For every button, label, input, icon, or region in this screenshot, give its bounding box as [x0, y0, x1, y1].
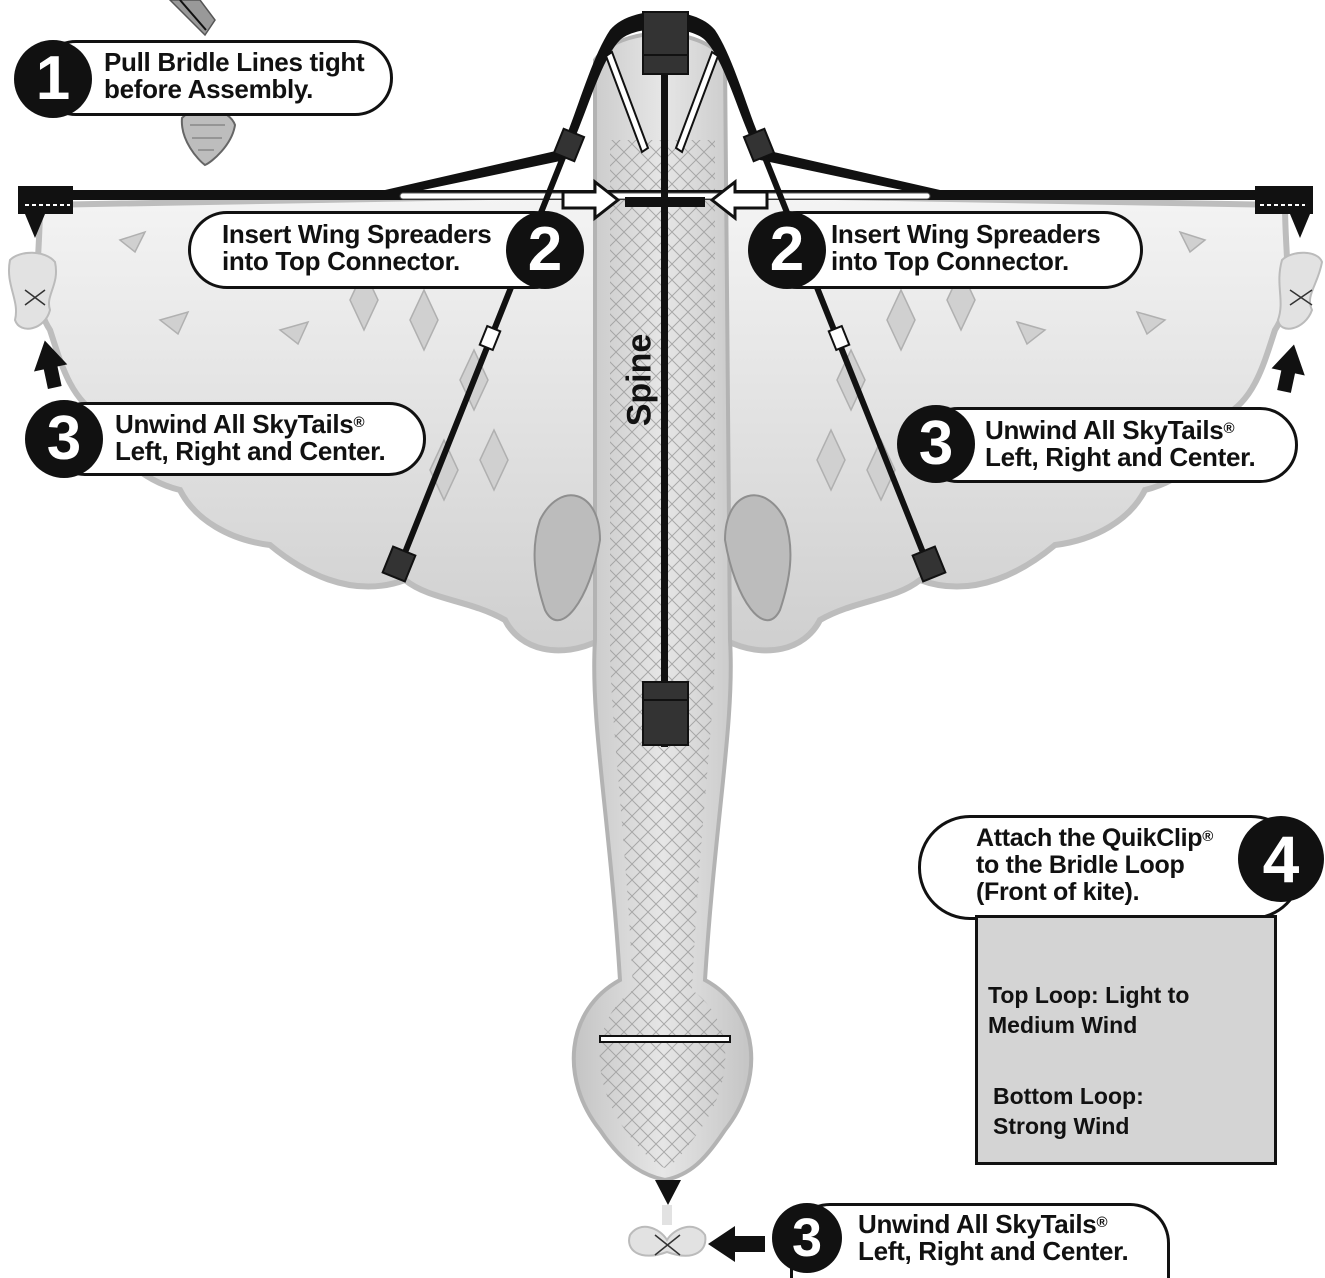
- center-left-arrow: [708, 1226, 765, 1262]
- top-connector: [625, 197, 705, 207]
- step3-bottom-text: Unwind All SkyTails® Left, Right and Cen…: [858, 1211, 1128, 1265]
- center-skytail: [629, 1180, 705, 1256]
- step3-right-text: Unwind All SkyTails® Left, Right and Cen…: [985, 417, 1255, 471]
- step4-text: Attach the QuikClip® to the Bridle Loop …: [976, 825, 1213, 906]
- tail-spar: [600, 1036, 730, 1042]
- right-up-arrow: [1267, 341, 1310, 395]
- spine-bottom-cap: [643, 682, 688, 745]
- step2-left-text: Insert Wing Spreaders into Top Connector…: [222, 221, 491, 275]
- step2-right-badge: 2: [748, 211, 826, 289]
- step3-left-badge: 3: [25, 400, 103, 478]
- step3-bottom-badge: 3: [772, 1203, 842, 1273]
- step3-left-text: Unwind All SkyTails® Left, Right and Cen…: [115, 411, 385, 465]
- step4-badge: 4: [1238, 816, 1324, 902]
- spine-label: Spine: [610, 330, 670, 430]
- step2-left-badge: 2: [506, 211, 584, 289]
- step1-badge: 1: [14, 40, 92, 118]
- spine-top-cap: [643, 12, 688, 74]
- top-loop-label: Top Loop: Light to Medium Wind: [988, 980, 1189, 1040]
- step3-right-badge: 3: [897, 405, 975, 483]
- bottom-loop-label: Bottom Loop: Strong Wind: [993, 1081, 1144, 1141]
- step2-right-text: Insert Wing Spreaders into Top Connector…: [831, 221, 1100, 275]
- step1-text: Pull Bridle Lines tight before Assembly.: [104, 49, 364, 103]
